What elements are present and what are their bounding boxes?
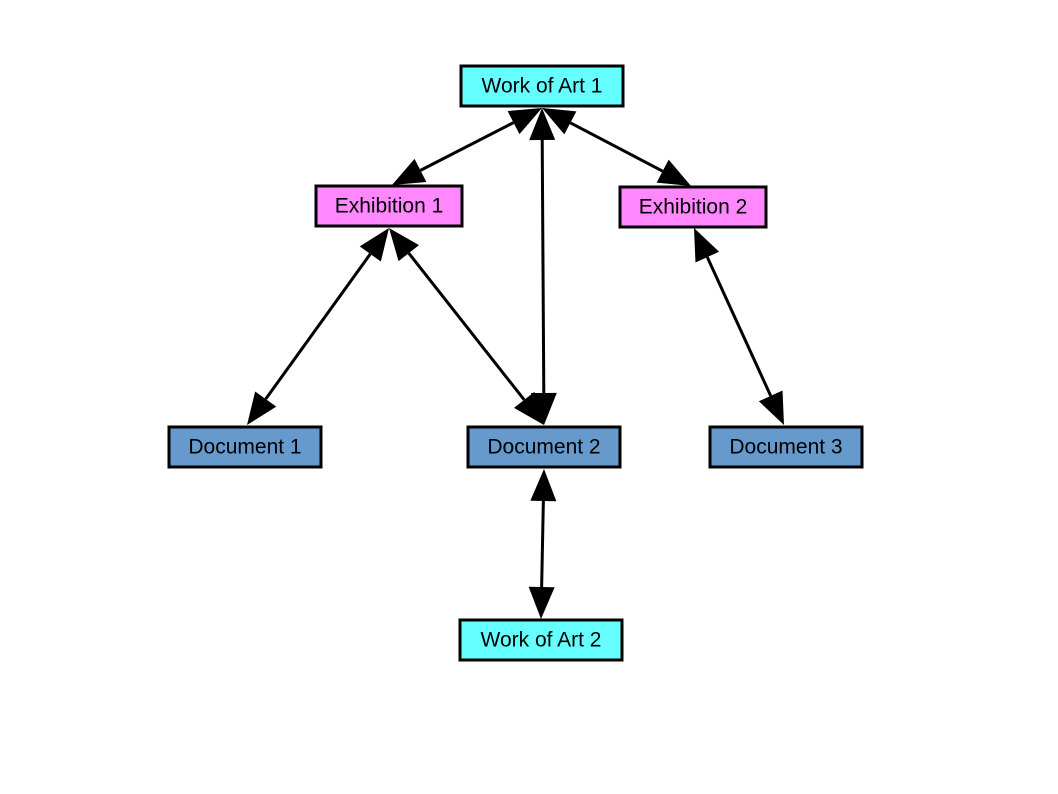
edge-line (540, 139, 546, 394)
arrowhead (389, 228, 420, 262)
arrowhead (392, 158, 427, 185)
node-exhibition-2[interactable]: Exhibition 2 (618, 185, 768, 229)
edge-line (264, 253, 372, 400)
edge-work-of-art-1-to-exhibition-1 (392, 108, 542, 185)
node-document-3[interactable]: Document 3 (708, 425, 864, 469)
edge-work-of-art-1-to-document-2 (529, 108, 557, 425)
node-box (458, 618, 624, 662)
arrowhead (247, 391, 277, 425)
arrowhead (507, 108, 542, 135)
node-exhibition-1[interactable]: Exhibition 1 (314, 184, 464, 228)
node-label: Work of Art 1 (482, 75, 603, 98)
node-work-of-art-2[interactable]: Work of Art 2 (458, 618, 624, 662)
edge-exhibition-1-to-document-2 (389, 228, 544, 425)
edges-layer (247, 108, 784, 619)
edge-exhibition-2-to-document-3 (694, 228, 784, 425)
node-label: Document 1 (188, 436, 301, 459)
node-box (708, 425, 864, 469)
edge-line (419, 121, 515, 172)
node-label: Document 3 (729, 436, 842, 459)
node-label: Document 2 (487, 436, 600, 459)
arrowhead (542, 108, 577, 135)
node-document-2[interactable]: Document 2 (466, 425, 622, 469)
edge-line (705, 256, 773, 397)
node-box (618, 185, 768, 229)
edge-work-of-art-1-to-exhibition-2 (542, 108, 691, 186)
node-label: Exhibition 2 (639, 196, 748, 219)
edge-document-2-to-work-of-art-2 (528, 469, 557, 619)
node-box (466, 425, 622, 469)
arrowhead (513, 391, 544, 425)
edge-line (407, 252, 526, 401)
arrowhead (528, 586, 555, 619)
arrowhead (758, 390, 784, 425)
arrowhead (530, 392, 557, 425)
node-label: Work of Art 2 (481, 629, 602, 652)
arrowhead (529, 108, 556, 141)
node-box (314, 184, 464, 228)
node-label: Exhibition 1 (335, 195, 444, 218)
arrowhead (530, 469, 557, 502)
edge-line (569, 121, 664, 173)
edge-exhibition-1-to-document-1 (247, 228, 389, 425)
node-box (167, 425, 323, 469)
arrowhead (656, 159, 691, 186)
arrowhead (694, 228, 720, 263)
node-document-1[interactable]: Document 1 (167, 425, 323, 469)
node-work-of-art-1[interactable]: Work of Art 1 (459, 64, 625, 108)
edge-line (540, 500, 545, 588)
arrowhead (359, 228, 389, 262)
node-box (459, 64, 625, 108)
